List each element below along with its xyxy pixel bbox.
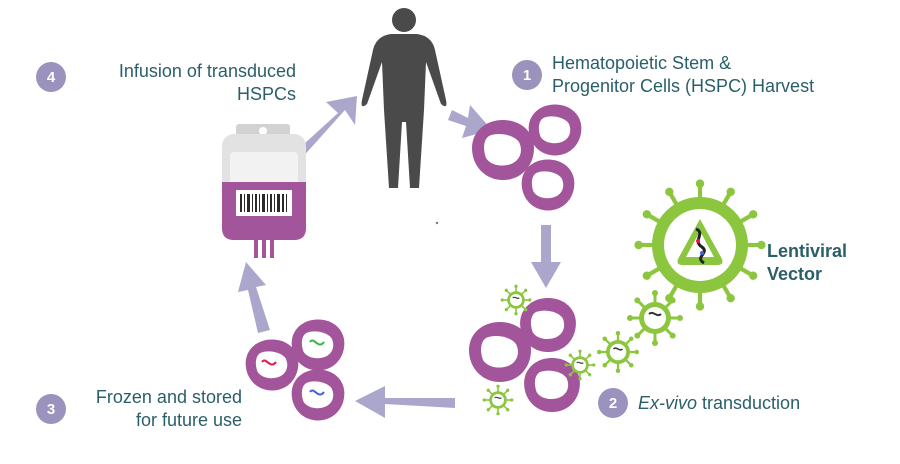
virus-icon — [483, 385, 514, 416]
cell-icon — [472, 120, 534, 180]
step-3-line-2: for future use — [135, 410, 242, 430]
step-3-line-1: Frozen and stored — [95, 387, 242, 407]
step-1-line-2: Progenitor Cells (HSPC) Harvest — [552, 76, 815, 96]
vector-line-2: Vector — [767, 264, 823, 284]
virus-icon — [565, 350, 596, 381]
cell-icon — [528, 104, 582, 156]
arrow-icon — [292, 96, 357, 160]
step-3-label: Frozen and stored for future use — [76, 386, 242, 432]
cell-icon — [520, 298, 576, 352]
virus-icon — [627, 290, 683, 346]
step-2-rest: transduction — [697, 393, 801, 413]
virus-icon — [501, 285, 532, 316]
step-4: 4 Infusion of transduced HSPCs — [36, 60, 296, 106]
step-2-label: Ex-vivo transduction — [638, 392, 800, 415]
cycle-arrows — [238, 96, 561, 418]
step-1-badge: 1 — [512, 60, 542, 90]
cell-icon — [521, 159, 575, 211]
transduction-cells — [469, 285, 595, 416]
step-1-line-1: Hematopoietic Stem & — [552, 53, 732, 73]
lentiviral-vector-icon — [634, 179, 765, 310]
step-2-italic: Ex-vivo — [638, 393, 698, 413]
frozen-cells — [245, 319, 345, 421]
step-2: 2 Ex-vivo transduction — [598, 388, 800, 418]
step-1: 1 Hematopoietic Stem & Progenitor Cells … — [512, 52, 814, 98]
arrow-icon — [531, 225, 561, 288]
harvested-cells — [472, 104, 582, 211]
virus-icon — [597, 331, 639, 373]
step-2-badge: 2 — [598, 388, 628, 418]
lentiviral-vector-label: Lentiviral Vector — [767, 240, 847, 286]
step-1-label: Hematopoietic Stem & Progenitor Cells (H… — [552, 52, 814, 98]
step-4-line-2: HSPCs — [236, 84, 296, 104]
barcode — [240, 194, 287, 212]
human-figure-icon — [361, 8, 447, 188]
dot — [435, 221, 439, 225]
step-4-badge: 4 — [36, 62, 66, 92]
arrow-icon — [355, 386, 455, 418]
iv-bag-icon — [222, 124, 306, 258]
step-3-badge: 3 — [36, 394, 66, 424]
step-4-label: Infusion of transduced HSPCs — [76, 60, 296, 106]
step-3: 3 Frozen and stored for future use — [36, 386, 242, 432]
step-4-line-1: Infusion of transduced — [118, 61, 296, 81]
arrow-icon — [238, 262, 270, 333]
vector-line-1: Lentiviral — [767, 241, 848, 261]
